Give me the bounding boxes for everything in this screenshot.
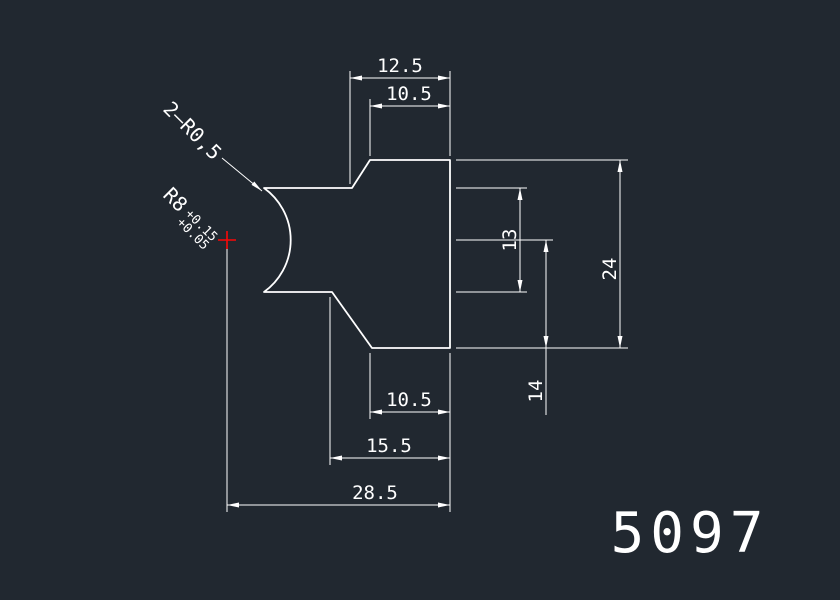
dim-top-inner[interactable]: 10.5 bbox=[369, 83, 450, 156]
fillet-note-text: 2—R0,5 bbox=[158, 97, 226, 165]
dim-right-overall[interactable]: 24 bbox=[456, 159, 628, 349]
arrowhead bbox=[370, 409, 382, 415]
arrowhead bbox=[370, 103, 382, 109]
arrowhead bbox=[251, 181, 262, 191]
dim-text: 24 bbox=[599, 258, 621, 281]
dim-bottom-inner[interactable]: 10.5 bbox=[369, 353, 450, 419]
dim-top-outer[interactable]: 12.5 bbox=[349, 55, 451, 184]
dim-text: 28.5 bbox=[352, 482, 398, 504]
dim-text: 15.5 bbox=[366, 435, 412, 457]
dim-bottom-overall[interactable]: 28.5 bbox=[226, 249, 451, 512]
dim-text: 14 bbox=[525, 380, 547, 403]
dim-text: 12.5 bbox=[377, 55, 423, 77]
dim-center-to-bottom[interactable]: 14 bbox=[456, 239, 553, 415]
arrowhead bbox=[438, 409, 450, 415]
dim-bottom-mid[interactable]: 15.5 bbox=[329, 297, 450, 465]
arrowhead bbox=[543, 336, 549, 348]
arrowhead bbox=[330, 455, 342, 461]
arrowhead bbox=[617, 160, 623, 172]
arrowhead bbox=[350, 75, 362, 81]
arrowhead bbox=[438, 103, 450, 109]
arrowhead bbox=[438, 75, 450, 81]
arrowhead bbox=[517, 188, 523, 200]
part-number[interactable]: 5097 bbox=[611, 501, 770, 566]
leader-radius-note[interactable]: R8 +0.15 +0.05 bbox=[153, 183, 224, 254]
part-profile[interactable] bbox=[263, 159, 451, 349]
arrowhead bbox=[438, 502, 450, 508]
arrowhead bbox=[517, 280, 523, 292]
arrowhead bbox=[543, 240, 549, 252]
dim-text: 10.5 bbox=[386, 83, 432, 105]
arrowhead bbox=[227, 502, 239, 508]
arrowhead bbox=[617, 336, 623, 348]
leader-fillet-note[interactable]: 2—R0,5 bbox=[158, 97, 263, 192]
arrowhead bbox=[438, 455, 450, 461]
profile-outline bbox=[263, 159, 451, 349]
dim-text: 10.5 bbox=[386, 389, 432, 411]
arc-center-mark[interactable] bbox=[218, 231, 236, 249]
